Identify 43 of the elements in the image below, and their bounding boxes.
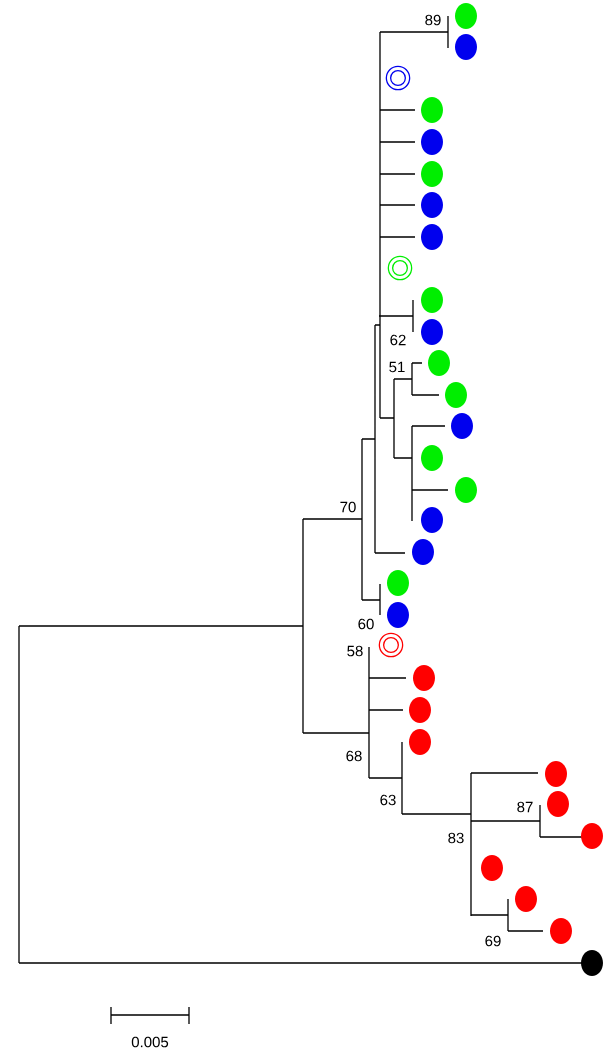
dot [387,570,409,596]
bootstrap-value: 69 [485,935,501,947]
dot [409,697,431,723]
bootstrap-value: 89 [425,14,441,26]
dot [455,34,477,60]
dot [428,350,450,376]
dot [515,886,537,912]
dot [550,918,572,944]
bootstrap-value: 87 [517,801,533,813]
bootstrap-value: 83 [448,832,464,844]
bootstrap-value: 63 [380,794,396,806]
dot [445,382,467,408]
dot [455,477,477,503]
dot [421,192,443,218]
bootstrap-value: 58 [347,645,363,657]
dot [547,791,569,817]
dot [421,507,443,533]
dot [421,129,443,155]
dot [409,729,431,755]
dot [421,97,443,123]
bootstrap-value: 62 [390,334,406,346]
dot [451,413,473,439]
dot [412,539,434,565]
dot [581,823,603,849]
ring-marker [378,632,404,658]
dot [413,665,435,691]
dot [455,3,477,29]
dot [421,287,443,313]
bootstrap-value: 68 [346,750,362,762]
dot [581,950,603,976]
dot [421,161,443,187]
scale-label: 0.005 [131,1036,169,1048]
dot [387,602,409,628]
dot [545,761,567,787]
dot [421,319,443,345]
ring-marker [387,255,413,281]
bootstrap-value: 51 [389,361,405,373]
ring-marker [385,65,411,91]
dot [421,224,443,250]
bootstrap-value: 60 [358,618,374,630]
dot [421,445,443,471]
dot [481,855,503,881]
bootstrap-value: 70 [340,501,356,513]
